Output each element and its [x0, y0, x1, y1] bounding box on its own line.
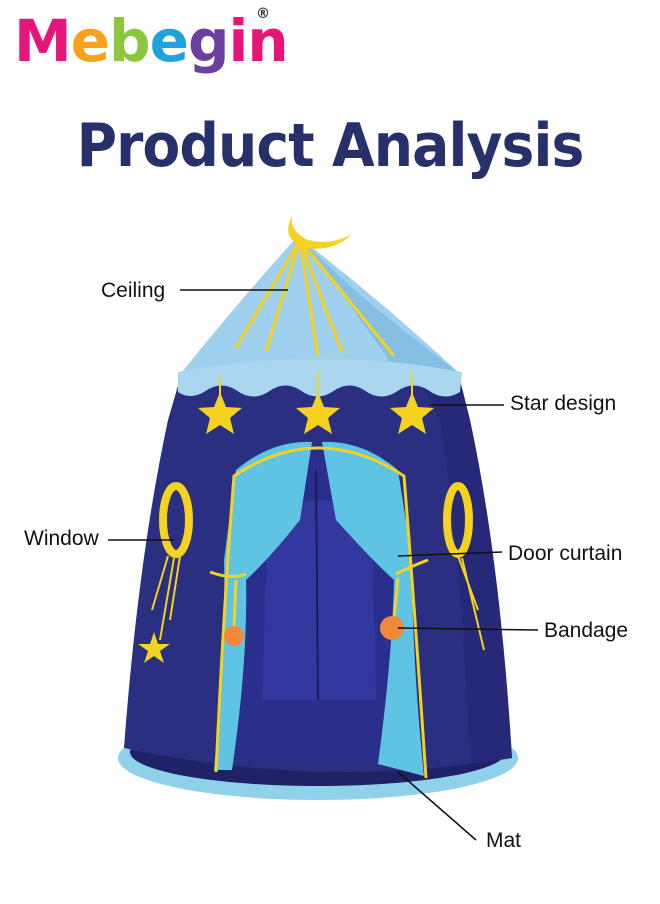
tieback-left	[209, 570, 247, 629]
small-star-icon	[138, 632, 170, 663]
callout-line-door	[397, 551, 503, 557]
roof-ribbons	[234, 239, 396, 357]
door-arch-trim	[214, 446, 428, 779]
window-left	[159, 482, 193, 558]
star-icon-3	[390, 392, 434, 434]
roof-valance	[178, 359, 462, 397]
bandage-pompom-right	[380, 616, 404, 640]
tent-body-shade	[420, 372, 512, 764]
brand-logo: Mebegin ®	[14, 6, 289, 76]
label-door-curtain: Door curtain	[508, 542, 623, 565]
page-title: Product Analysis	[76, 111, 585, 181]
roof-shade	[300, 238, 458, 372]
logo-letter: M	[14, 7, 72, 75]
star-icon-1	[198, 392, 242, 434]
label-star-design: Star design	[510, 392, 617, 415]
label-bandage: Bandage	[544, 619, 629, 642]
callout-line-bandage	[397, 627, 539, 631]
label-ceiling: Ceiling	[101, 279, 166, 302]
logo-letter: n	[247, 7, 288, 75]
logo-letter: g	[187, 7, 230, 75]
door-curtain-right	[322, 441, 424, 776]
registered-mark: ®	[256, 6, 270, 22]
bandage-pompom-left	[224, 626, 244, 646]
star-icon-2	[296, 392, 340, 434]
moon-topper-icon	[288, 216, 352, 249]
callout-line-mat	[397, 771, 477, 841]
label-window: Window	[24, 527, 99, 550]
door-curtain-left	[214, 441, 312, 770]
tieback-right	[392, 558, 429, 621]
logo-letter: e	[149, 7, 189, 75]
logo-letter: i	[228, 7, 248, 75]
window-strings-left	[151, 555, 181, 641]
window-strings-right	[457, 555, 485, 651]
logo-letter: e	[70, 7, 110, 75]
label-mat: Mat	[486, 829, 522, 852]
door-interior-glow	[262, 500, 376, 700]
logo-letter: b	[109, 7, 151, 75]
door-seam	[315, 469, 319, 701]
